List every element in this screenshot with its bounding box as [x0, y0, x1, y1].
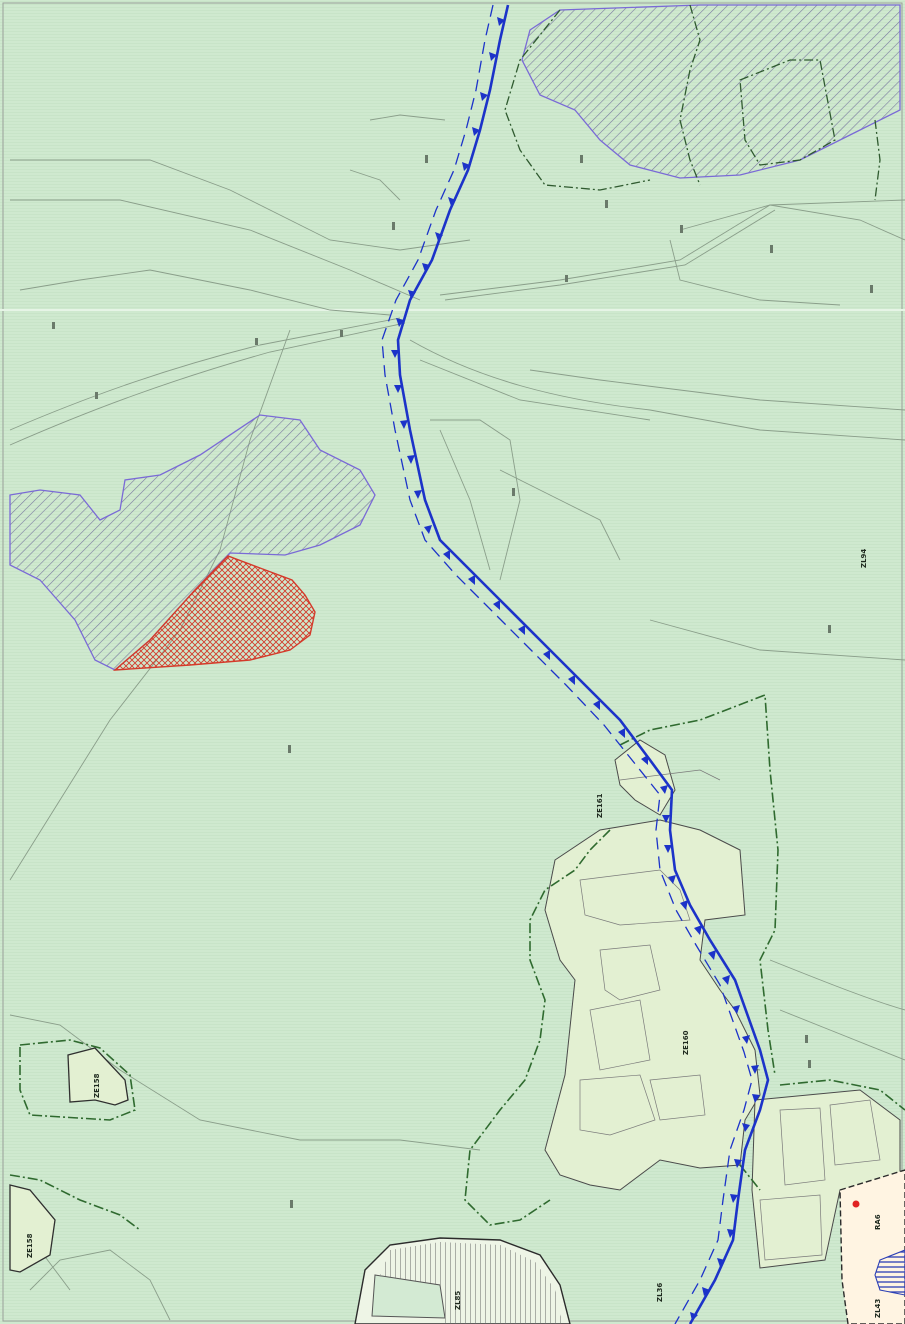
- zone-label-ze-160: ZE160: [682, 1030, 690, 1055]
- reserved-zone-red: [112, 555, 316, 671]
- residential-zone: [839, 1169, 905, 1324]
- zone-label-zl-east: ZL94: [860, 549, 868, 568]
- zone-hatched-south-parcel: [371, 1274, 446, 1319]
- settlement-area: [9, 739, 901, 1273]
- zone-label-zl-36: ZL36: [656, 1283, 664, 1302]
- zone-labels: ZL94 ZE161 ZE160 ZE158 ZE158 ZL85 ZL36 R…: [26, 549, 882, 1318]
- settlement-parcels: [579, 769, 881, 1261]
- protected-zone-west: [9, 414, 376, 671]
- zone-label-ze-161: ZE161: [596, 793, 604, 818]
- cadastral-lines: [9, 114, 905, 1321]
- zone-label-ze-158: ZE158: [93, 1073, 101, 1098]
- protected-zone-north: [521, 4, 901, 179]
- zone-hatched-south-pattern: [380, 1242, 562, 1324]
- zone-outlines-north: [504, 4, 881, 201]
- zone-label-zl-lower-right: ZL43: [874, 1299, 882, 1318]
- admin-boundary: [381, 4, 770, 1324]
- parcel-numbers: [52, 155, 873, 1208]
- location-marker: [852, 1200, 860, 1208]
- zone-label-zl-85: ZL85: [454, 1291, 462, 1310]
- green-zone-boundaries: [9, 693, 905, 1231]
- zone-label-ze-158b: ZE158: [26, 1233, 34, 1258]
- water-zone: [874, 1249, 905, 1296]
- boundary-teeth: [391, 17, 760, 1321]
- zone-label-ra: RA6: [874, 1214, 882, 1230]
